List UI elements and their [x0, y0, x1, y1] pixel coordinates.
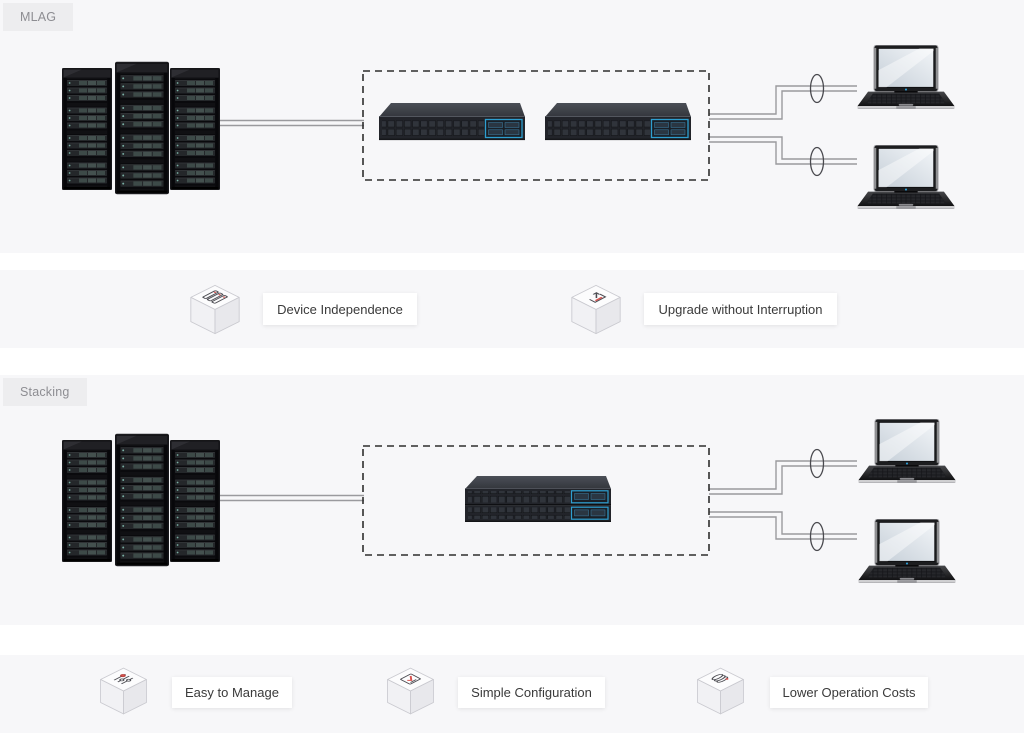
- server-list-cube-icon: [186, 282, 244, 337]
- mlag-features-row: Device Independence Upgrade without Inte…: [0, 270, 1024, 348]
- server-rack-cluster: [62, 61, 222, 195]
- feature-label-easy-to-manage: Easy to Manage: [172, 677, 292, 708]
- feature-label-lower-operation-costs: Lower Operation Costs: [770, 677, 928, 708]
- checklist-cube-icon: [383, 665, 438, 717]
- client-laptop-2: [857, 145, 955, 215]
- client-laptop-1: [858, 419, 956, 489]
- coins-cube-icon: [693, 665, 748, 717]
- section-tag-stacking: Stacking: [3, 378, 87, 406]
- stacking-section: Stacking: [0, 375, 1024, 625]
- feature-label-device-independence: Device Independence: [263, 293, 417, 325]
- mlag-switch-1: [379, 103, 525, 141]
- sliders-cube-icon: [96, 665, 151, 717]
- upgrade-arrow-cube-icon: [567, 282, 625, 337]
- client-laptop-1: [857, 45, 955, 115]
- section-tag-mlag: MLAG: [3, 3, 74, 31]
- client-laptop-2: [858, 519, 956, 589]
- mlag-switch-2: [545, 103, 691, 141]
- mlag-section: MLAG: [0, 0, 1024, 253]
- stacking-features-row: Easy to Manage Simple Configuration Lowe…: [0, 655, 1024, 733]
- stacked-switch-pair: [465, 476, 611, 522]
- feature-label-simple-configuration: Simple Configuration: [458, 677, 605, 708]
- server-rack-cluster: [62, 433, 222, 567]
- feature-label-upgrade-without-interruption: Upgrade without Interruption: [644, 293, 837, 325]
